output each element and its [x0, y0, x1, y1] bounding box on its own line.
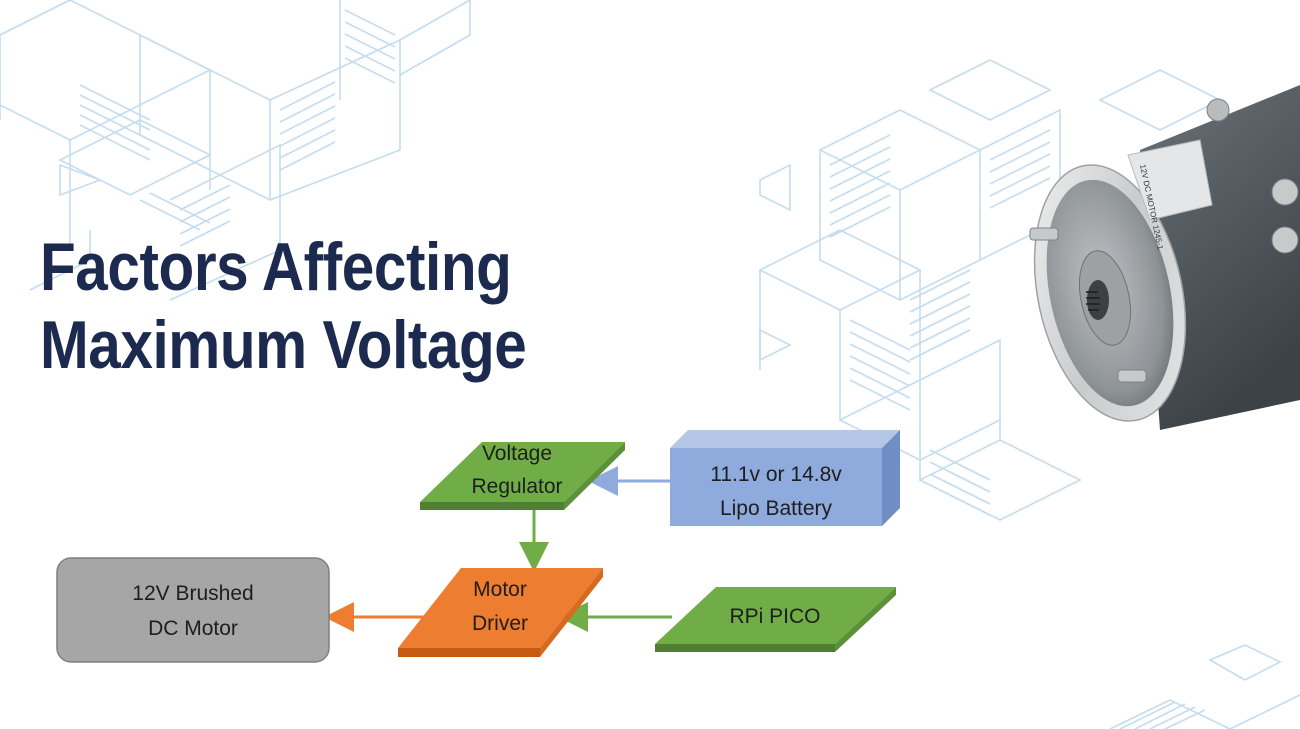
- voltage-regulator-block: Voltage Regulator: [420, 442, 625, 510]
- voltage-regulator-label-1: Voltage: [482, 442, 552, 465]
- battery-block: 11.1v or 14.8v Lipo Battery: [670, 430, 900, 526]
- rpi-pico-label: RPi PICO: [729, 605, 820, 628]
- dc-motor-label-1: 12V Brushed: [132, 582, 253, 605]
- motor-driver-label-1: Motor: [473, 578, 527, 601]
- motor-driver-label-2: Driver: [472, 612, 528, 635]
- motor-driver-block: Motor Driver: [398, 568, 603, 657]
- dc-motor-label-2: DC Motor: [148, 617, 238, 640]
- battery-label-2: Lipo Battery: [720, 497, 833, 520]
- rpi-pico-block: RPi PICO: [655, 587, 896, 652]
- dc-motor-block: 12V Brushed DC Motor: [57, 558, 329, 662]
- voltage-regulator-label-2: Regulator: [471, 475, 562, 498]
- battery-label-1: 11.1v or 14.8v: [710, 463, 842, 486]
